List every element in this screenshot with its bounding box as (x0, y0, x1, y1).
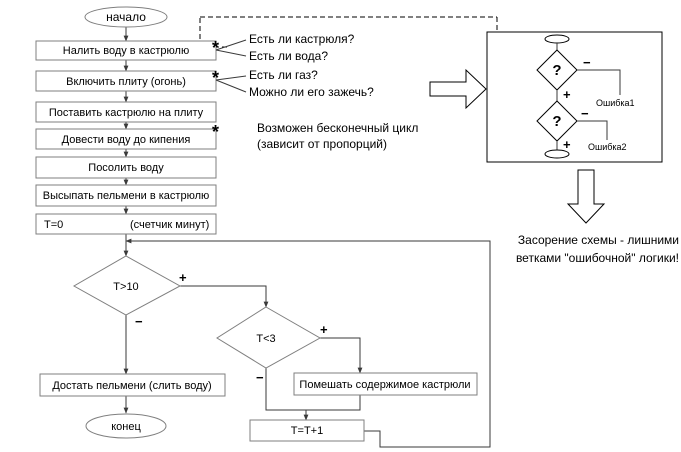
step-drain: Достать пельмени (слить воду) (39, 373, 226, 397)
question-icon: ? (552, 113, 561, 130)
decision-t-less-3: T<3 + − (216, 306, 328, 385)
decision-label: T<3 (256, 333, 275, 345)
annotation-gas: * Есть ли газ? Можно ли его зажечь? (212, 68, 374, 99)
question-icon: ? (552, 62, 561, 79)
step-init-counter: T=0 (счетчик минут) (35, 213, 217, 235)
minus-mark: − (583, 55, 591, 70)
decision-label: T>10 (113, 281, 138, 293)
step-label: Налить воду в кастрюлю (63, 45, 189, 57)
annotation-line: Возможен бесконечный цикл (257, 121, 418, 135)
inset-example: ? ? − − + + Ошибка1 Ошибка2 (486, 31, 663, 163)
no-mark: − (256, 370, 264, 385)
step-label: Довести воду до кипения (62, 134, 191, 146)
step-label: Поставить кастрюлю на плиту (49, 107, 204, 119)
annotation-line: Есть ли газ? (249, 68, 318, 82)
caption-line: Засорение схемы - лишними (518, 233, 679, 247)
error2-label: Ошибка2 (588, 142, 627, 152)
no-mark: − (135, 314, 143, 329)
step-increment: T=T+1 (249, 419, 365, 442)
caption: Засорение схемы - лишними ветками "ошибо… (516, 233, 679, 265)
plus-mark: + (563, 87, 571, 102)
step-pour-water: Налить воду в кастрюлю (35, 40, 217, 61)
decision-t-greater-10: T>10 + − (72, 255, 187, 329)
annotation-line: Есть ли кастрюля? (249, 32, 355, 46)
annotation-water: * Есть ли кастрюля? Есть ли вода? (212, 32, 355, 63)
asterisk-icon: * (212, 122, 219, 142)
step-label: Включить плиту (огонь) (66, 76, 186, 88)
step-label: Помешать содержимое кастрюли (299, 379, 470, 391)
annotation-line: (зависит от пропорций) (257, 137, 387, 151)
step-add-dumplings: Высыпать пельмени в кастрюлю (35, 184, 217, 207)
step-label: Посолить воду (88, 162, 164, 174)
start-label: начало (106, 10, 146, 24)
step-label: Высыпать пельмени в кастрюлю (43, 190, 210, 202)
asterisk-icon: * (212, 68, 219, 88)
step-boil-water: Довести воду до кипения (35, 128, 217, 150)
down-arrow-icon (566, 169, 606, 224)
annotation-loop: * Возможен бесконечный цикл (зависит от … (212, 121, 418, 151)
yes-mark: + (179, 270, 187, 285)
yes-mark: + (320, 322, 328, 337)
annotation-line: Есть ли вода? (249, 49, 328, 63)
step-salt-water: Посолить воду (35, 156, 217, 179)
minus-mark: − (581, 106, 589, 121)
annotation-line: Можно ли его зажечь? (249, 85, 374, 99)
start-terminal: начало (84, 6, 168, 28)
end-terminal: конец (85, 413, 167, 439)
right-arrow-icon (429, 68, 487, 110)
main-connectors (123, 16, 498, 448)
step-label: Достать пельмени (слить воду) (52, 380, 211, 392)
caption-line: ветками "ошибочной" логики! (516, 251, 679, 265)
step-stir: Помешать содержимое кастрюли (293, 372, 478, 396)
step-turn-on-stove: Включить плиту (огонь) (35, 70, 217, 92)
step-label: T=T+1 (291, 425, 323, 437)
error1-label: Ошибка1 (596, 98, 635, 108)
plus-mark: + (563, 137, 571, 152)
step-put-pot: Поставить кастрюлю на плиту (35, 101, 217, 123)
init-value: T=0 (44, 219, 63, 231)
end-label: конец (111, 421, 141, 433)
init-note: (счетчик минут) (130, 219, 209, 231)
asterisk-icon: * (212, 38, 219, 58)
